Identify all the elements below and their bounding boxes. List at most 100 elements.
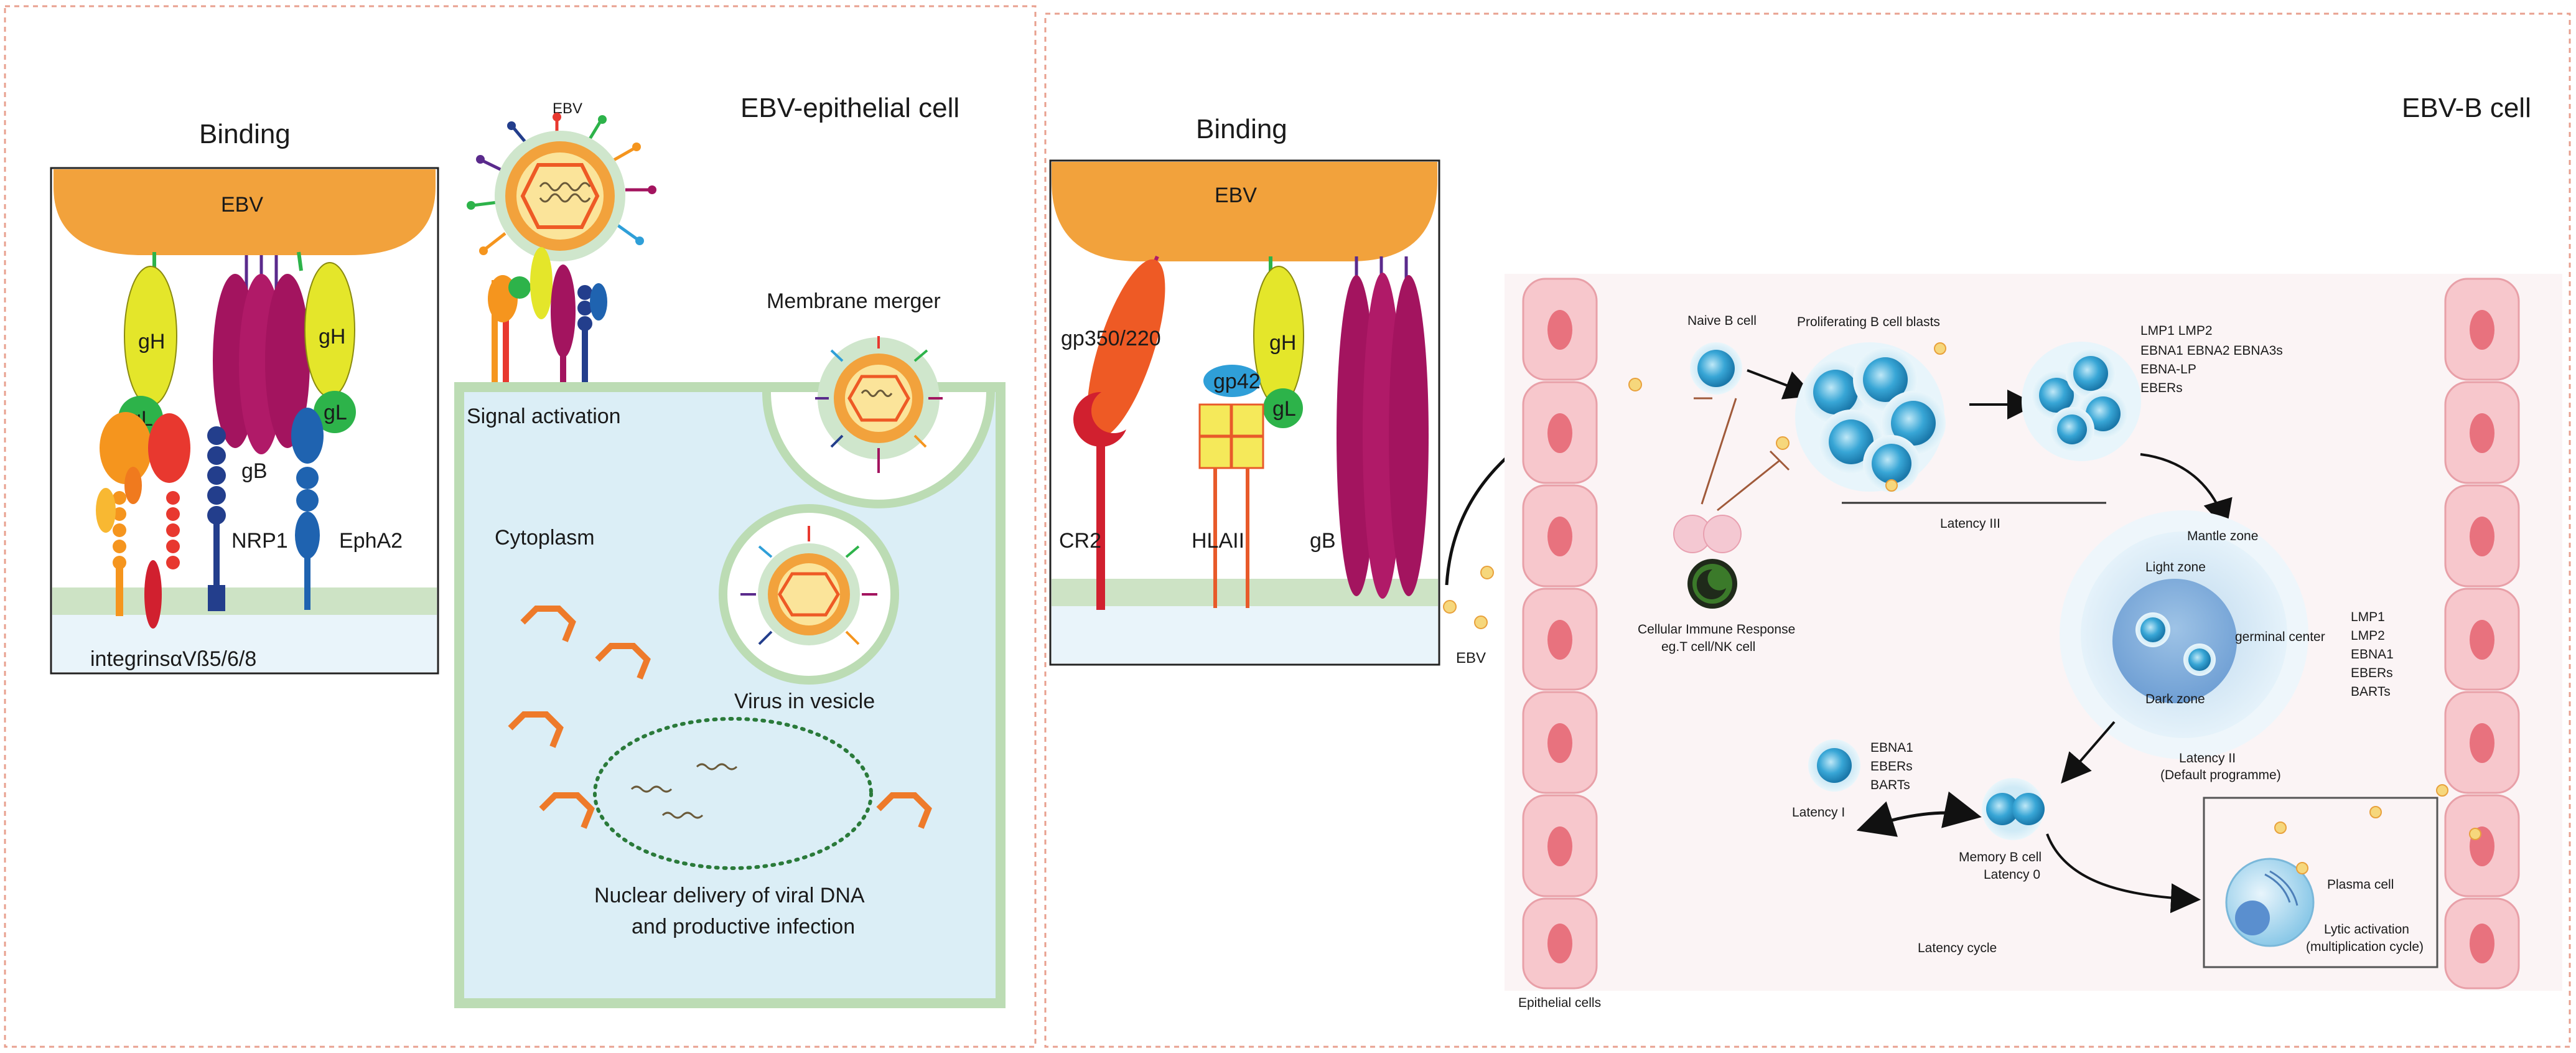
bcell-membrane [1052,579,1438,606]
hlaii-receptor [1198,403,1264,608]
svg-text:EBNA1 EBNA2 EBNA3s: EBNA1 EBNA2 EBNA3s [2140,344,2283,358]
epithelial-membrane [52,587,437,615]
right-panel-title: EBV-B cell [2402,93,2531,123]
latency0-latency1-arrow [1856,791,1982,837]
svg-text:EBNA1: EBNA1 [2351,647,2394,662]
ebv-label-b: EBV [1215,184,1257,207]
gp350-protein [1087,259,1165,438]
proliferating-label: Proliferating B cell blasts [1797,315,1940,329]
latency-ii-sub-label: (Default programme) [2160,768,2281,782]
ebv-outside-label: EBV [1456,650,1486,667]
dark-zone-label: Dark zone [2145,692,2205,706]
signal-activation-label: Signal activation [467,405,621,428]
viral-dna [630,763,738,819]
nrp1-receptor [207,426,226,611]
svg-text:EBERs: EBERs [1870,759,1913,774]
gp350-label: gp350/220 [1061,327,1161,350]
gB-label-left: gB [241,459,268,483]
svg-text:EBERs: EBERs [2351,666,2393,680]
latency-i-cell [1808,739,1860,792]
gL-protein-right [314,391,356,433]
light-zone-label: Light zone [2145,560,2206,574]
svg-text:BARTs: BARTs [1870,778,1910,792]
germinal-center [2060,510,2308,759]
latency-iii-label: Latency III [1940,517,2000,531]
latency-i-genes: EBNA1 EBERs BARTs [1870,741,1913,792]
gL-protein-b [1263,388,1303,428]
left-panel: EBV-epithelial cell Binding EBV gH gL [4,5,1037,1048]
ebv-small-virions [1443,566,1494,629]
svg-text:EBERs: EBERs [2140,381,2183,395]
hlaii-label: HLAII [1192,529,1244,553]
vesicle-virion [719,504,899,685]
epithelial-binding-box: EBV gH gL integrinsαVß5/6/8 [50,167,439,675]
lytic-activation-label-1: Lytic activation [2324,922,2409,937]
proliferating-b-cell-blasts [1776,342,1946,492]
gB-protein-left [213,255,310,454]
left-panel-border [4,5,1037,1048]
epha2-receptor [291,408,324,610]
epithelial-column-left [1522,278,1598,990]
svg-text:LMP1 LMP2: LMP1 LMP2 [2140,324,2213,338]
right-binding-title: Binding [1196,114,1287,144]
left-binding-title: Binding [199,119,291,149]
memory-b-cell [1982,778,2045,840]
gp42-label: gp42 [1213,370,1261,393]
germinal-center-label: germinal center [2235,630,2325,644]
naive-b-cell [1628,342,1742,395]
latency-cycle-label: Latency cycle [1918,941,1997,955]
ebv-virion-top: EBV [467,100,656,386]
plasma-cell-label: Plasma cell [2327,878,2394,892]
lytic-activation-label-2: (multiplication cycle) [2306,940,2424,954]
latency-iii-genes: LMP1 LMP2 EBNA1 EBNA2 EBNA3s EBNA-LP EBE… [2140,324,2283,395]
virus-in-vesicle-label: Virus in vesicle [734,690,875,713]
memory-to-plasma-arrow [2046,833,2201,914]
svg-text:EBNA1: EBNA1 [1870,741,1913,755]
gB-label-b: gB [1310,529,1336,553]
cr2-label: CR2 [1059,529,1101,553]
membrane-merger-virion [762,336,995,508]
latency-0-label: Latency 0 [1984,868,2040,882]
memory-b-cell-label: Memory B cell [1959,850,2042,864]
immune-response-label-2: eg.T cell/NK cell [1661,640,1755,654]
ebv-particle-cap-b [1052,162,1437,261]
left-panel-title: EBV-epithelial cell [740,93,959,123]
mantle-zone-label: Mantle zone [2187,529,2258,543]
latency3-to-gc-arrow [2140,453,2233,530]
epithelial-column-right [2444,278,2520,990]
nuclear-delivery-label-1: Nuclear delivery of viral DNA [594,884,865,907]
svg-text:BARTs: BARTs [2351,685,2391,699]
integrin-receptor [96,412,190,629]
membrane-merger-label: Membrane merger [767,289,941,313]
naive-b-cell-label: Naive B cell [1687,314,1757,328]
gp42-protein [1203,365,1261,397]
latency-i-label: Latency I [1792,805,1845,820]
svg-text:LMP2: LMP2 [2351,629,2385,643]
naive-to-proliferating-arrow [1747,369,1815,400]
nucleus [593,717,873,870]
epha2-label: EphA2 [339,529,403,553]
bcell-binding-box: EBV gp350/220 CR2 gH gp42 gL [1049,159,1440,666]
gL-label-right: gL [324,401,347,424]
integrins-label: integrinsαVß5/6/8 [90,647,256,671]
immune-response-label-1: Cellular Immune Response [1638,622,1795,637]
plasma-cell [2225,784,2481,947]
gc-to-memory-arrow [2061,721,2116,784]
immune-response [1673,397,1790,609]
lytic-box [2203,797,2438,968]
cr2-receptor [1073,391,1126,610]
ebv-label: EBV [221,193,263,217]
gH-label-left: gH [138,330,165,353]
svg-text:LMP1: LMP1 [2351,610,2385,624]
gL-label-b: gL [1272,397,1296,421]
right-panel: EBV-B cell Binding EBV gp350/220 CR2 gH [1044,12,2571,1048]
latency-ii-genes: LMP1 LMP2 EBNA1 EBERs BARTs [2351,610,2394,699]
nuclear-delivery-label-2: and productive infection [632,915,855,938]
gH-label-b: gH [1269,331,1296,355]
epithelial-cells-label: Epithelial cells [1518,996,1601,1010]
svg-text:EBNA-LP: EBNA-LP [2140,362,2196,377]
latency-ii-label: Latency II [2179,751,2236,765]
gH-label-right: gH [319,325,345,349]
free-capsids [508,606,932,829]
latency-iii-cluster [2022,342,2141,461]
